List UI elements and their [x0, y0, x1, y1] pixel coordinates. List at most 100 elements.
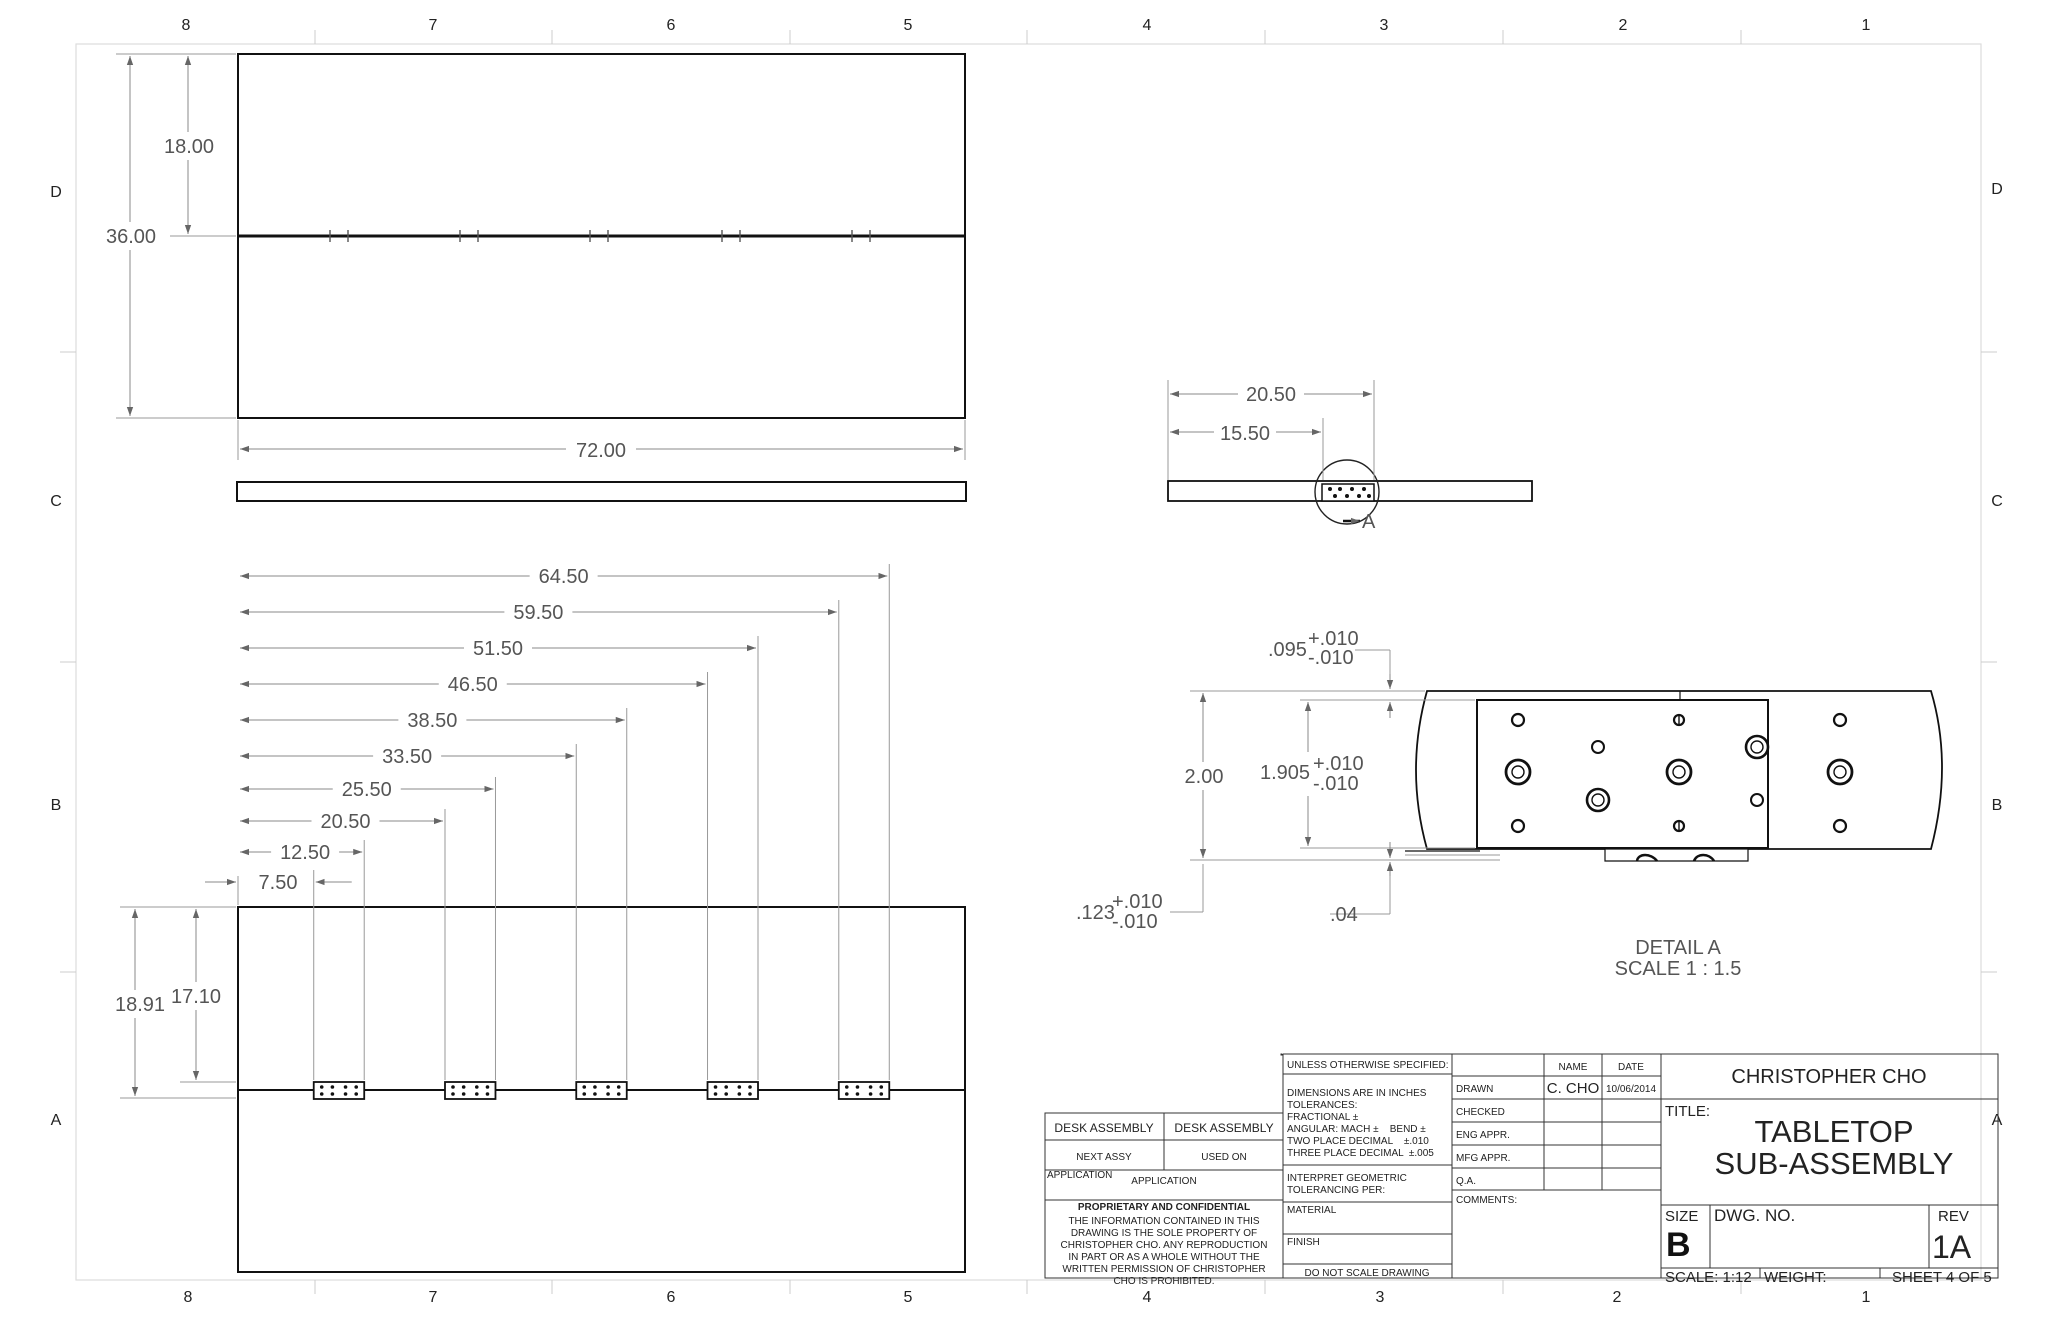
unless-specified: UNLESS OTHERWISE SPECIFIED:: [1287, 1060, 1449, 1071]
zone-col-4: 4: [1143, 1289, 1152, 1306]
tol-line-3: FRACTIONAL ±: [1287, 1112, 1359, 1123]
hinge-screw: [724, 1092, 729, 1096]
hinge-screw: [606, 1092, 610, 1096]
interpret-line-2: TOLERANCING PER:: [1287, 1185, 1385, 1196]
hinge-screw: [354, 1092, 359, 1096]
hinge-screw: [855, 1092, 860, 1096]
tol-line-4: ANGULAR: MACH ± BEND ±: [1287, 1124, 1426, 1135]
dim-label: 64.50: [539, 566, 589, 588]
size-value: B: [1666, 1226, 1691, 1264]
dim-1891: 18.91: [115, 994, 165, 1016]
hinge-screw: [748, 1085, 752, 1089]
hinge-ticks: [329, 230, 871, 242]
dim-label: 46.50: [448, 674, 498, 696]
zone-col-1: 1: [1862, 17, 1871, 34]
dim-200: 2.00: [1185, 766, 1224, 788]
hinge-screw: [844, 1092, 849, 1096]
zone-col-5: 5: [904, 17, 913, 34]
drawn-label: DRAWN: [1456, 1084, 1493, 1095]
hinge-body: [837, 1081, 891, 1100]
dim-2050: 20.50: [1246, 384, 1296, 406]
finish-label: FINISH: [1287, 1237, 1320, 1248]
dim-04: .04: [1330, 904, 1358, 926]
hinge-body: [706, 1081, 759, 1100]
dim-095-base: .095: [1268, 639, 1307, 661]
used-on-value: DESK ASSEMBLY: [1174, 1121, 1273, 1135]
next-assy-value: DESK ASSEMBLY: [1054, 1121, 1153, 1135]
hinge-screw: [319, 1085, 324, 1089]
company-name: CHRISTOPHER CHO: [1731, 1066, 1926, 1088]
dim-label: 20.50: [320, 811, 370, 833]
hinge-4: [706, 1081, 759, 1100]
zone-col-3: 3: [1376, 1289, 1385, 1306]
hinge-screw: [593, 1092, 597, 1096]
zone-row-d: D: [50, 184, 62, 201]
application-label-2: APPLICATION: [1131, 1176, 1196, 1187]
hinge-screw: [713, 1085, 718, 1089]
tol-line-5: TWO PLACE DECIMAL ±.010: [1287, 1136, 1429, 1147]
hinge-screw: [485, 1092, 490, 1096]
detail-break-outline: [1415, 690, 1943, 850]
hinge-screw: [737, 1085, 742, 1089]
hinge-body: [312, 1081, 366, 1100]
hinge-screw: [451, 1085, 455, 1089]
front-view: [236, 481, 967, 502]
hinge-1: [312, 1081, 366, 1100]
name-header: NAME: [1559, 1062, 1588, 1073]
dim-1550: 15.50: [1220, 423, 1270, 445]
sheet-number: SHEET 4 OF 5: [1892, 1269, 1992, 1286]
zone-row-d: D: [1991, 181, 2003, 198]
hinge-screw: [748, 1092, 752, 1096]
hinge-section: [1321, 483, 1375, 502]
zone-labels-bottom: 8 7 6 5 4 3 2 1: [184, 1289, 1871, 1306]
hinge-screw: [868, 1085, 873, 1089]
hinge-2: [444, 1081, 497, 1100]
hinge-screw: [844, 1085, 849, 1089]
hinge-screw: [343, 1092, 348, 1096]
hinge-screw: [582, 1092, 587, 1096]
detail-label: DETAIL A: [1635, 937, 1721, 959]
date-header: DATE: [1618, 1062, 1644, 1073]
hinge-body: [444, 1081, 497, 1100]
zone-row-b: B: [1992, 797, 2003, 814]
proprietary-line-5: WRITTEN PERMISSION OF CHRISTOPHER: [1062, 1264, 1265, 1275]
hinge-plate: [1476, 699, 1769, 849]
proprietary-line-2: DRAWING IS THE SOLE PROPERTY OF: [1071, 1228, 1257, 1239]
weight-label: WEIGHT:: [1764, 1269, 1827, 1286]
hinge-screw: [330, 1085, 335, 1089]
hinge-screw: [616, 1092, 621, 1096]
dim-5150: 51.50: [240, 634, 759, 1080]
dim-3350: 33.50: [240, 742, 577, 1080]
detail-circle: [1314, 459, 1380, 525]
dim-5950: 59.50: [240, 598, 840, 1080]
zone-row-a: A: [1992, 1112, 2003, 1129]
material-label: MATERIAL: [1287, 1205, 1337, 1216]
detail-callout-a: A: [1362, 511, 1376, 533]
dim-label: 59.50: [513, 602, 563, 624]
interpret-line-1: INTERPRET GEOMETRIC: [1287, 1173, 1407, 1184]
hinge-3: [575, 1081, 628, 1100]
dim-label: 25.50: [342, 779, 392, 801]
hinge-screw: [879, 1085, 884, 1089]
hinge-screw: [451, 1092, 455, 1096]
title-block: DESK ASSEMBLY DESK ASSEMBLY NEXT ASSY US…: [1044, 1053, 1999, 1287]
hinge-screw: [343, 1085, 348, 1089]
dim-123-plus: +.010: [1112, 891, 1163, 913]
dim-095-minus: -.010: [1308, 647, 1354, 669]
hinge-screw: [868, 1092, 873, 1096]
hinge-screw: [330, 1092, 335, 1096]
tol-line-1: DIMENSIONS ARE IN INCHES: [1287, 1088, 1427, 1099]
drawn-name: C. CHO: [1547, 1080, 1600, 1097]
do-not-scale: DO NOT SCALE DRAWING: [1304, 1268, 1429, 1279]
dim-1905-base: 1.905: [1260, 762, 1310, 784]
zone-col-4: 4: [1143, 17, 1152, 34]
drawing-title-1: TABLETOP: [1754, 1114, 1913, 1149]
hinge-screw: [474, 1085, 479, 1089]
top-view: 36.00 18.00 72.00: [100, 53, 966, 462]
screw-holes: [1504, 712, 1854, 834]
hinge-screw: [461, 1092, 466, 1096]
zone-labels-left: D C B A: [50, 184, 62, 1129]
hinge-screw: [855, 1085, 860, 1089]
zone-row-b: B: [51, 797, 62, 814]
